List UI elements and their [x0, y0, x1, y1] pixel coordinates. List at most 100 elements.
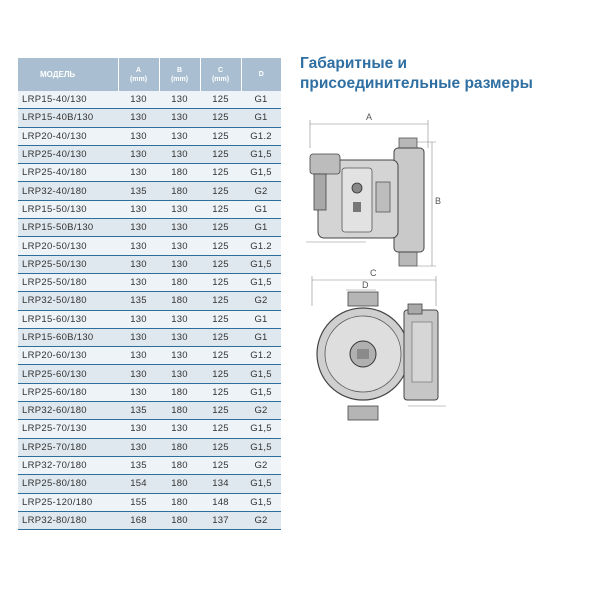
cell-c: 125 — [200, 127, 241, 146]
cell-model: LRP25-60/180 — [18, 383, 118, 403]
cell-model: LRP15-40B/130 — [18, 108, 118, 128]
cell-d: G1,5 — [241, 493, 281, 512]
cell-d: G1,5 — [241, 273, 281, 293]
pump-side-view-drawing: A B — [306, 112, 441, 267]
cell-b: 130 — [159, 108, 200, 128]
cell-b: 180 — [159, 474, 200, 494]
section-title: Габаритные и присоединительные размеры — [300, 54, 590, 94]
cell-b: 180 — [159, 401, 200, 421]
cell-d: G2 — [241, 291, 281, 311]
cell-b: 130 — [159, 200, 200, 220]
title-line-2: присоединительные размеры — [300, 75, 533, 92]
dimension-c-label: C — [370, 268, 377, 278]
cell-a: 135 — [118, 291, 159, 311]
cell-model: LRP25-70/180 — [18, 438, 118, 457]
cell-model: LRP25-50/130 — [18, 255, 118, 274]
cell-d: G1 — [241, 108, 281, 128]
cell-a: 130 — [118, 364, 159, 384]
cell-model: LRP25-40/180 — [18, 163, 118, 183]
header-unit: (mm) — [129, 75, 148, 83]
dimension-b-label: B — [435, 196, 441, 206]
cell-model: LRP15-50/130 — [18, 200, 118, 220]
cell-model: LRP15-60B/130 — [18, 328, 118, 348]
cell-c: 125 — [200, 181, 241, 201]
cell-c: 125 — [200, 346, 241, 366]
cell-c: 125 — [200, 91, 241, 110]
cell-a: 130 — [118, 310, 159, 329]
cell-d: G1,5 — [241, 163, 281, 183]
cell-b: 130 — [159, 419, 200, 439]
pump-front-view-drawing: C D — [311, 268, 446, 421]
cell-c: 125 — [200, 108, 241, 128]
header-label: D — [258, 71, 264, 78]
cell-a: 130 — [118, 346, 159, 366]
cell-a: 154 — [118, 474, 159, 494]
cell-b: 180 — [159, 511, 200, 531]
cell-b: 130 — [159, 145, 200, 165]
cell-a: 130 — [118, 163, 159, 183]
cell-c: 125 — [200, 218, 241, 238]
cell-d: G1 — [241, 310, 281, 329]
cell-b: 180 — [159, 291, 200, 311]
cell-c: 125 — [200, 163, 241, 183]
cell-c: 125 — [200, 255, 241, 274]
cell-model: LRP15-60/130 — [18, 310, 118, 329]
header-label: B — [176, 66, 183, 74]
cell-b: 180 — [159, 493, 200, 512]
cell-d: G1,5 — [241, 419, 281, 439]
cell-b: 180 — [159, 383, 200, 403]
cell-model: LRP15-40/130 — [18, 91, 118, 110]
cell-model: LRP25-120/180 — [18, 493, 118, 512]
cell-d: G1,5 — [241, 145, 281, 165]
cell-model: LRP20-50/130 — [18, 236, 118, 256]
cell-b: 130 — [159, 236, 200, 256]
cell-c: 125 — [200, 401, 241, 421]
cell-b: 180 — [159, 163, 200, 183]
cell-d: G1.2 — [241, 346, 281, 366]
cell-a: 168 — [118, 511, 159, 531]
cell-b: 130 — [159, 91, 200, 110]
header-model: МОДЕЛЬ — [18, 58, 119, 91]
dimension-d-label: D — [362, 280, 369, 290]
cell-a: 130 — [118, 127, 159, 146]
cell-a: 135 — [118, 401, 159, 421]
cell-c: 125 — [200, 236, 241, 256]
cell-c: 125 — [200, 328, 241, 348]
cell-a: 130 — [118, 328, 159, 348]
header-label: A — [135, 66, 142, 74]
cell-model: LRP32-60/180 — [18, 401, 118, 421]
cell-model: LRP25-80/180 — [18, 474, 118, 494]
cell-b: 130 — [159, 364, 200, 384]
cell-a: 130 — [118, 383, 159, 403]
cell-b: 180 — [159, 181, 200, 201]
cell-model: LRP20-40/130 — [18, 127, 118, 146]
cell-model: LRP32-40/180 — [18, 181, 118, 201]
cell-a: 130 — [118, 91, 159, 110]
cell-a: 130 — [118, 419, 159, 439]
cell-d: G1,5 — [241, 364, 281, 384]
cell-d: G1.2 — [241, 127, 281, 146]
cell-c: 125 — [200, 419, 241, 439]
cell-c: 125 — [200, 291, 241, 311]
cell-d: G1,5 — [241, 255, 281, 274]
cell-d: G1 — [241, 328, 281, 348]
cell-b: 180 — [159, 438, 200, 457]
